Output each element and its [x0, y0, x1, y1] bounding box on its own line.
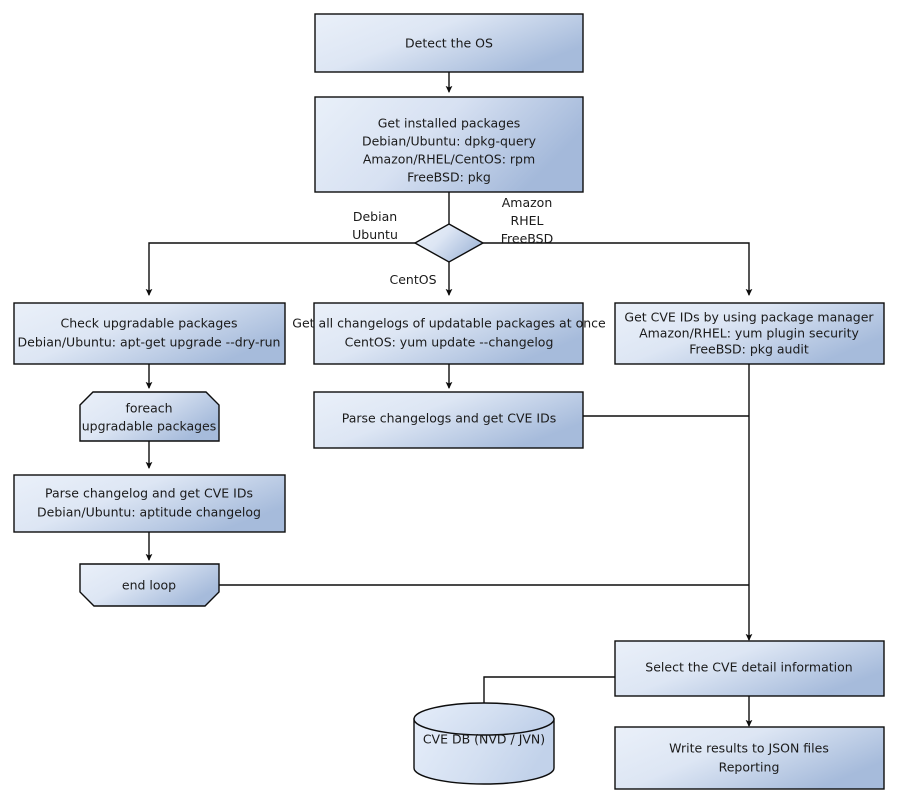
- node-detect-os[interactable]: Detect the OS: [314, 13, 584, 73]
- edge-label-freebsd: FreeBSD: [501, 231, 553, 246]
- get-all-changelogs-box[interactable]: [313, 302, 584, 365]
- cve-db-cylinder-top: [413, 702, 555, 736]
- get-cve-ids-line-1: Get CVE IDs by using package manager: [624, 310, 874, 325]
- get-installed-packages-line-2: Debian/Ubuntu: dpkg-query: [362, 134, 537, 149]
- get-installed-packages-line-4: FreeBSD: pkg: [407, 170, 491, 185]
- edge-label-debian: Debian: [353, 209, 397, 224]
- edge-label-amazon-rhel-freebsd: Amazon RHEL FreeBSD: [501, 195, 553, 246]
- node-parse-changelog-single[interactable]: Parse changelog and get CVE IDs Debian/U…: [13, 474, 286, 533]
- write-results-box[interactable]: [614, 726, 885, 790]
- node-get-cve-ids-pkgmgr[interactable]: Get CVE IDs by using package manager Ama…: [614, 302, 885, 365]
- select-cve-detail-label: Select the CVE detail information: [645, 660, 852, 675]
- parse-changelogs-bulk-label: Parse changelogs and get CVE IDs: [342, 411, 556, 426]
- foreach-loop-shape[interactable]: [79, 391, 220, 442]
- connector-layer: [145, 72, 753, 728]
- node-get-installed-packages[interactable]: Get installed packages Debian/Ubuntu: dp…: [314, 96, 584, 193]
- cve-db-label: CVE DB (NVD / JVN): [423, 732, 545, 747]
- edge-select-cve-to-cve-db: [483, 676, 615, 706]
- check-upgradable-box[interactable]: [13, 302, 286, 365]
- edge-decision-to-get-cve-ids: [483, 242, 753, 297]
- parse-changelog-single-line-2: Debian/Ubuntu: aptitude changelog: [37, 505, 261, 520]
- node-foreach-loop[interactable]: foreach upgradable packages: [79, 391, 220, 442]
- check-upgradable-line-1: Check upgradable packages: [61, 316, 238, 331]
- parse-changelogs-bulk-box[interactable]: [313, 391, 584, 449]
- edge-label-ubuntu: Ubuntu: [352, 227, 398, 242]
- select-cve-detail-box[interactable]: [614, 640, 885, 697]
- get-all-changelogs-line-2: CentOS: yum update --changelog: [345, 335, 554, 350]
- get-cve-ids-line-3: FreeBSD: pkg audit: [689, 342, 809, 357]
- detect-os-label: Detect the OS: [405, 36, 493, 51]
- get-installed-packages-line-1: Get installed packages: [378, 116, 521, 131]
- node-end-loop[interactable]: end loop: [79, 563, 220, 607]
- edge-label-debian-ubuntu: Debian Ubuntu: [352, 209, 398, 242]
- get-installed-packages-box[interactable]: [314, 96, 584, 193]
- node-parse-changelogs-bulk[interactable]: Parse changelogs and get CVE IDs: [313, 391, 584, 449]
- foreach-loop-line-2: upgradable packages: [82, 419, 217, 434]
- check-upgradable-line-2: Debian/Ubuntu: apt-get upgrade --dry-run: [18, 335, 281, 350]
- node-write-results[interactable]: Write results to JSON files Reporting: [614, 726, 885, 790]
- get-cve-ids-pkgmgr-box[interactable]: [614, 302, 885, 365]
- node-select-cve-detail[interactable]: Select the CVE detail information: [614, 640, 885, 697]
- parse-changelog-single-box[interactable]: [13, 474, 286, 533]
- node-get-all-changelogs[interactable]: Get all changelogs of updatable packages…: [292, 302, 606, 365]
- get-installed-packages-line-3: Amazon/RHEL/CentOS: rpm: [363, 152, 535, 167]
- edge-label-centos-text: CentOS: [389, 272, 436, 287]
- node-cve-db[interactable]: CVE DB (NVD / JVN): [413, 702, 555, 785]
- os-decision-diamond[interactable]: [413, 223, 485, 263]
- node-check-upgradable[interactable]: Check upgradable packages Debian/Ubuntu:…: [13, 302, 286, 365]
- write-results-line-1: Write results to JSON files: [669, 741, 829, 756]
- edge-label-amazon: Amazon: [502, 195, 553, 210]
- get-all-changelogs-line-1: Get all changelogs of updatable packages…: [292, 316, 606, 331]
- get-cve-ids-line-2: Amazon/RHEL: yum plugin security: [639, 326, 859, 341]
- edge-decision-to-check-upgradable: [145, 242, 415, 297]
- foreach-loop-line-1: foreach: [125, 401, 172, 416]
- detect-os-box[interactable]: [314, 13, 584, 73]
- write-results-line-2: Reporting: [719, 760, 780, 775]
- end-loop-label: end loop: [122, 578, 176, 593]
- parse-changelog-single-line-1: Parse changelog and get CVE IDs: [45, 486, 253, 501]
- edge-label-centos: CentOS: [389, 272, 436, 287]
- edge-label-rhel: RHEL: [511, 213, 544, 228]
- node-os-decision[interactable]: [413, 223, 485, 263]
- cve-db-cylinder-body[interactable]: [413, 718, 555, 785]
- end-loop-shape[interactable]: [79, 563, 220, 607]
